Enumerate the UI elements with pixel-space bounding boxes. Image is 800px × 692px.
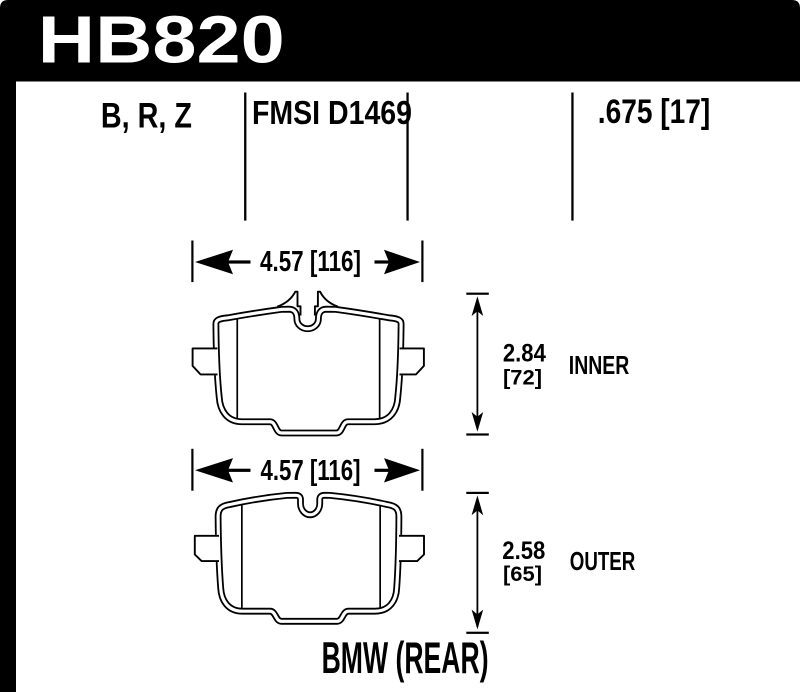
svg-text:[65]: [65]: [503, 562, 542, 586]
svg-text:INNER: INNER: [569, 350, 630, 380]
svg-text:HB820: HB820: [38, 4, 285, 78]
svg-text:FMSI D1469: FMSI D1469: [252, 95, 412, 132]
svg-text:B, R, Z: B, R, Z: [101, 96, 192, 135]
svg-text:OUTER: OUTER: [570, 546, 636, 576]
svg-text:4.57 [116]: 4.57 [116]: [260, 246, 361, 278]
svg-text:4.57 [116]: 4.57 [116]: [261, 455, 361, 487]
svg-text:.675 [17]: .675 [17]: [598, 93, 711, 131]
svg-text:BMW (REAR): BMW (REAR): [322, 634, 489, 683]
svg-text:2.84: 2.84: [503, 339, 546, 367]
svg-text:[72]: [72]: [503, 366, 542, 390]
svg-text:2.58: 2.58: [502, 537, 545, 565]
